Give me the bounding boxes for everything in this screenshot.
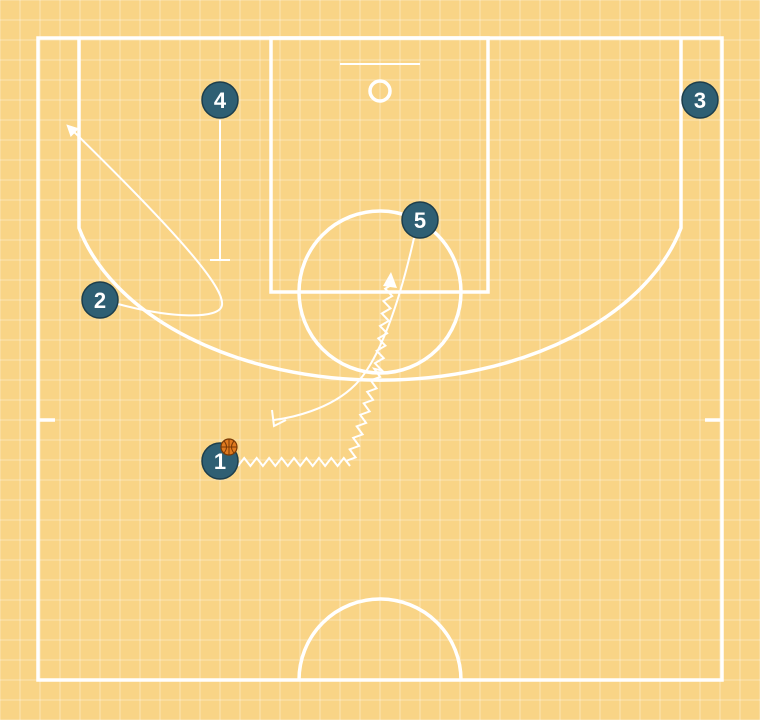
dribble-arrowhead <box>383 272 397 288</box>
player-4: 4 <box>201 81 239 119</box>
cut-end-5 <box>271 409 287 428</box>
player-2-marker <box>81 281 119 319</box>
player-5: 5 <box>401 201 439 239</box>
player-3-marker <box>681 81 719 119</box>
three-point-line <box>77 38 683 382</box>
rim <box>368 79 392 103</box>
basketball-icon <box>220 438 238 456</box>
player-2: 2 <box>81 281 119 319</box>
player-5-label: 5 <box>414 208 426 233</box>
free-throw-circle <box>297 209 463 375</box>
player-5-marker <box>401 201 439 239</box>
play-actions <box>66 120 415 468</box>
player-3-label: 3 <box>694 88 706 113</box>
court-lines <box>36 36 724 682</box>
paint-lane <box>269 36 490 294</box>
center-circle <box>297 597 463 681</box>
player-4-label: 4 <box>214 88 227 113</box>
cut-path-5 <box>273 237 415 421</box>
player-4-marker <box>201 81 239 119</box>
player-3: 3 <box>681 81 719 119</box>
cut-path-2 <box>66 124 224 317</box>
player-1-label: 1 <box>214 449 226 474</box>
player-2-label: 2 <box>94 288 106 313</box>
